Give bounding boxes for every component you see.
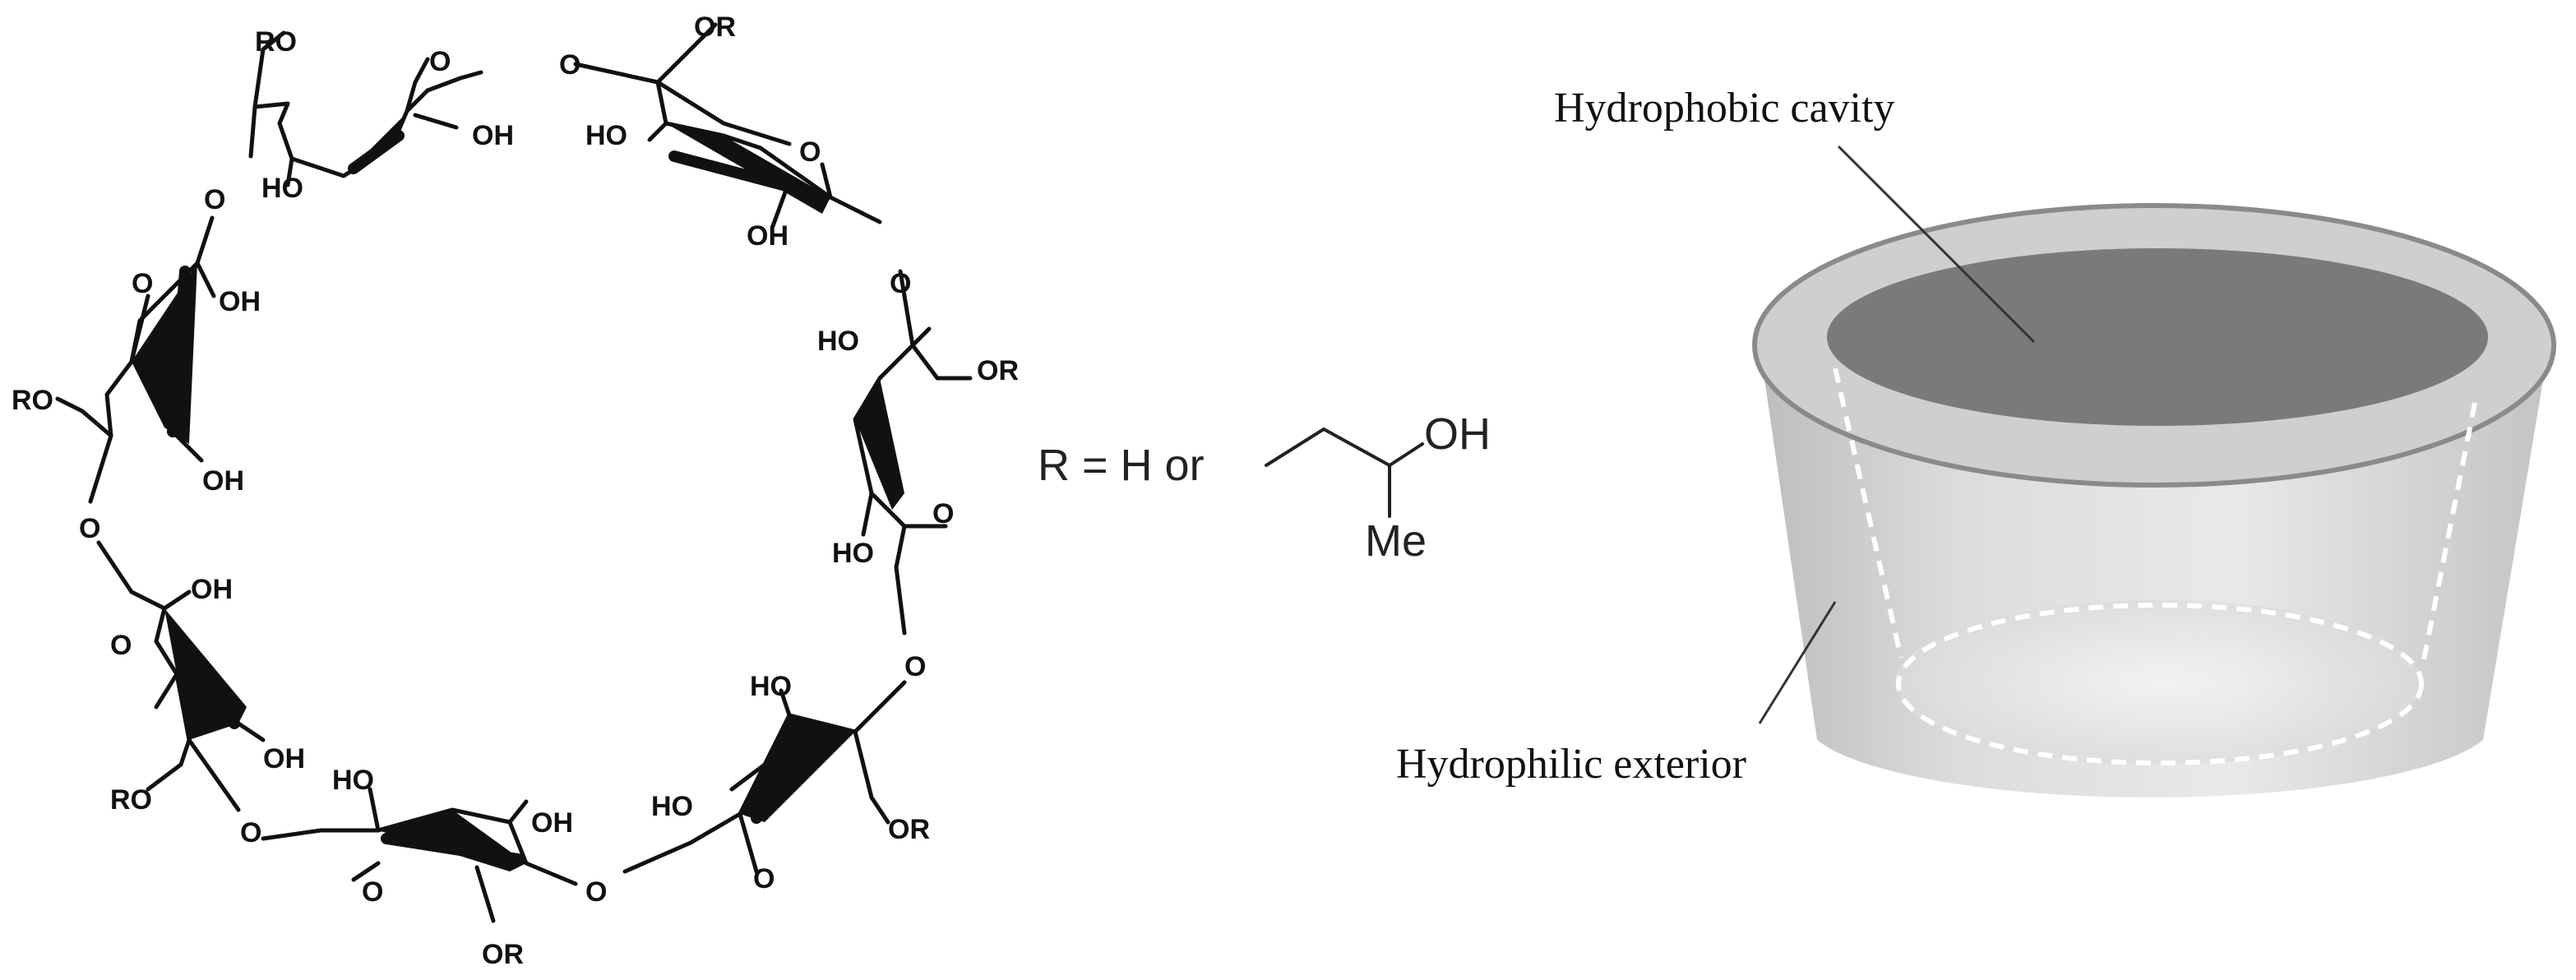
ring-oxygen-1: O — [429, 46, 451, 77]
glucose-unit-3 — [853, 269, 973, 636]
ring-oxygen-6: O — [110, 630, 132, 661]
substituent-label: RO — [110, 784, 152, 816]
hydroxyl-label: OH — [219, 286, 261, 317]
glycosidic-oxygen-2: O — [890, 268, 911, 299]
ring-oxygen-3: O — [932, 498, 954, 529]
substituent-label: OR — [888, 814, 930, 845]
hydroxyl-label: HO — [832, 538, 874, 569]
hydroxyl-label: HO — [332, 765, 374, 796]
glycosidic-oxygen-1: O — [559, 49, 580, 81]
hydroxyl-label: OH — [747, 220, 789, 252]
substituent-label: OR — [694, 12, 736, 43]
glucose-unit-1 — [248, 30, 483, 187]
cyclodextrin-structure — [55, 22, 973, 923]
hydroxyl-label: HO — [817, 326, 859, 357]
ring-oxygen-2: O — [799, 136, 821, 168]
hydroxyl-label: HO — [261, 173, 303, 204]
glycosidic-oxygen-7: O — [204, 184, 225, 215]
substituent-label: OR — [482, 939, 524, 970]
hydroxyl-label: OH — [531, 807, 573, 839]
ring-oxygen-5: O — [362, 876, 383, 908]
dashed-inner-cavity — [1833, 368, 2477, 765]
ring-oxygen-7: O — [132, 268, 153, 299]
glycosidic-oxygen-3: O — [904, 651, 926, 682]
hydrophilic-exterior-label: Hydrophilic exterior — [1396, 741, 1746, 788]
glucose-unit-5 — [261, 787, 578, 923]
glucose-unit-4 — [622, 680, 907, 874]
hydroxyl-labels: OH HO HO OH HO HO HO HO OH HO OH OH OH O… — [191, 120, 874, 839]
hydroxyl-group-label: OH — [1424, 409, 1491, 459]
ring-oxygen-4: O — [753, 863, 775, 894]
glucose-unit-6 — [96, 540, 266, 812]
hydroxyl-label: OH — [263, 743, 305, 774]
glycosidic-oxygen-5: O — [240, 817, 261, 848]
hydroxyl-label: OH — [191, 574, 233, 605]
cup-base — [1895, 600, 2421, 765]
substituent-label: RO — [12, 385, 53, 416]
hydroxyl-label: OH — [472, 120, 514, 151]
hydroxypropyl-structure — [1265, 427, 1424, 518]
r-group-definition: R = H or OH Me — [1038, 409, 1491, 566]
glucose-unit-7 — [55, 215, 216, 504]
glucose-unit-2 — [573, 22, 882, 229]
substituent-label: RO — [255, 26, 297, 58]
hydroxyl-label: OH — [202, 465, 244, 497]
glycosidic-oxygen-4: O — [585, 876, 607, 908]
substituent-labels: RO OR OR OR OR RO RO — [12, 12, 1019, 970]
ring-oxygen-labels: O O O O O O O — [110, 46, 954, 908]
cavity-diagram: Hydrophobic cavity Hydrophilic exterior — [1396, 85, 2556, 797]
substituent-label: OR — [977, 355, 1019, 386]
cavity-opening — [1827, 248, 2488, 426]
hydroxyl-label: HO — [585, 120, 627, 151]
exterior-leader-line — [1758, 601, 1837, 724]
r-definition-text: R = H or — [1038, 441, 1205, 490]
hydroxyl-label: HO — [750, 671, 792, 702]
glycosidic-oxygen-labels: O O O O O O O — [79, 49, 926, 908]
cavity-leader-line — [1837, 145, 2036, 344]
hydroxyl-label: HO — [651, 791, 693, 822]
methyl-group-label: Me — [1365, 516, 1427, 566]
hydrophobic-cavity-label: Hydrophobic cavity — [1554, 85, 1894, 132]
glycosidic-oxygen-6: O — [79, 513, 100, 544]
